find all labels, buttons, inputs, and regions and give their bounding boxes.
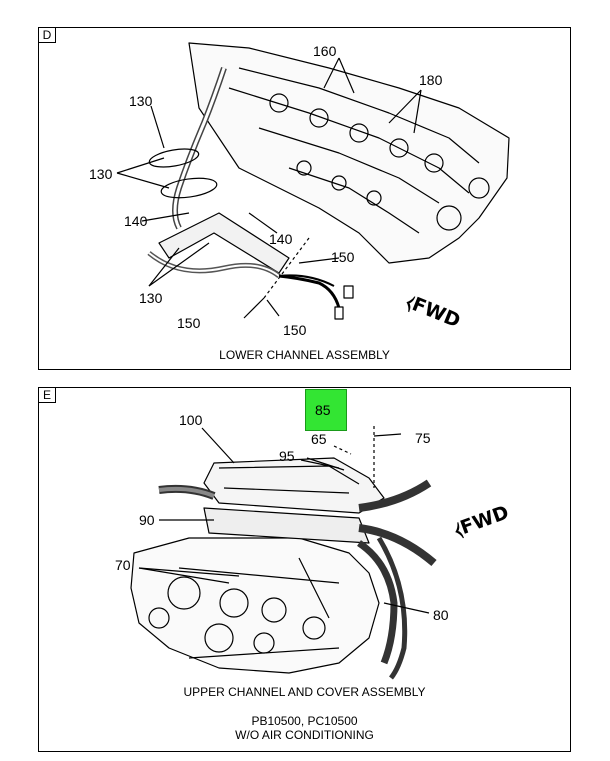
callout-130-a: 130: [129, 93, 153, 109]
model-note-line-2: W/O AIR CONDITIONING: [235, 728, 374, 742]
panel-caption: UPPER CHANNEL AND COVER ASSEMBLY: [183, 685, 426, 699]
callout-65: 65: [311, 431, 327, 447]
callout-130-b: 130: [89, 166, 113, 182]
engine-lower-illustration: [116, 42, 510, 320]
panel-tag: D: [38, 27, 56, 43]
callout-150-c: 150: [283, 322, 307, 338]
callout-140-a: 140: [124, 213, 148, 229]
callout-85-highlight: [305, 389, 347, 431]
panel-e-upper-channel: E: [38, 387, 571, 752]
callout-90: 90: [139, 512, 155, 528]
callout-150-b: 150: [177, 315, 201, 331]
callout-100: 100: [179, 412, 203, 428]
callout-150-a: 150: [331, 249, 355, 265]
callout-180: 180: [419, 72, 443, 88]
engine-upper-illustration: [130, 426, 437, 680]
callout-80: 80: [433, 607, 449, 623]
callout-160: 160: [313, 43, 337, 59]
panel-d-lower-channel: D: [38, 27, 571, 370]
callout-140-b: 140: [269, 231, 293, 247]
model-note-line-1: PB10500, PC10500: [251, 714, 358, 728]
callout-75: 75: [415, 430, 431, 446]
callout-130-c: 130: [139, 290, 163, 306]
callout-95: 95: [279, 448, 295, 464]
panel-caption: LOWER CHANNEL ASSEMBLY: [219, 348, 390, 362]
panel-tag: E: [38, 387, 56, 403]
callout-70: 70: [115, 557, 131, 573]
callout-85: 85: [315, 402, 331, 418]
